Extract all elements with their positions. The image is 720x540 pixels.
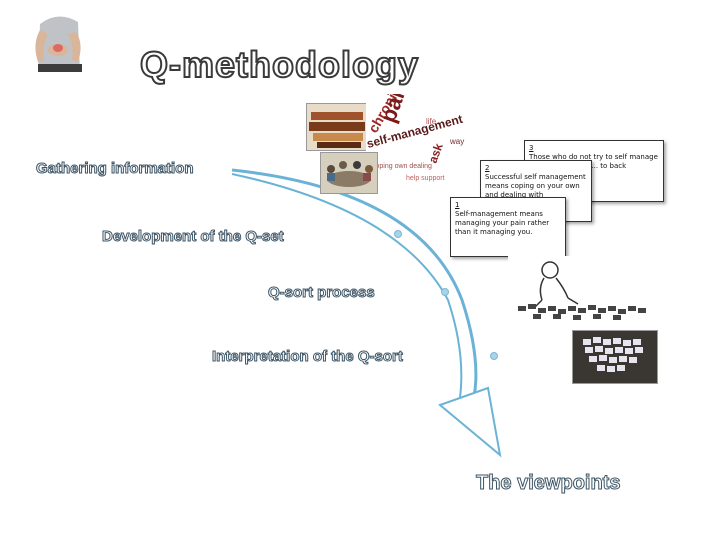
card-number: 1 — [455, 201, 460, 209]
stage-q-sort-process: Q-sort process — [268, 284, 376, 302]
stage-marker-dot — [394, 230, 402, 238]
card-number: 3 — [529, 144, 534, 152]
svg-text:life: life — [426, 117, 437, 126]
back-pain-figure — [18, 4, 98, 72]
page-title: Q-methodology — [139, 43, 419, 86]
word-cloud: chronic pain self-management life ask co… — [365, 75, 486, 190]
svg-text:ask: ask — [426, 141, 446, 165]
stage-gathering-information: Gathering information — [36, 160, 194, 178]
stage-marker-dot — [441, 288, 449, 296]
svg-text:coping own dealing: coping own dealing — [372, 163, 432, 170]
stage-interpretation: Interpretation of the Q-sort — [212, 348, 404, 366]
statement-card-1: 1 Self-management means managing your pa… — [450, 197, 566, 257]
sorted-cards-photo — [572, 330, 658, 384]
card-text: Self-management means managing your pain… — [455, 210, 550, 236]
stage-development-q-set: Development of the Q-set — [102, 228, 285, 246]
svg-text:way: way — [449, 137, 464, 146]
card-number: 2 — [485, 164, 490, 172]
card-text: Successful self management means coping … — [485, 173, 586, 199]
outcome-viewpoints: The viewpoints — [475, 472, 621, 495]
books-photo — [306, 103, 368, 151]
stage-marker-dot — [490, 352, 498, 360]
svg-text:help support: help support — [406, 175, 445, 182]
q-sort-sketch — [508, 256, 658, 322]
meeting-photo — [320, 152, 378, 194]
